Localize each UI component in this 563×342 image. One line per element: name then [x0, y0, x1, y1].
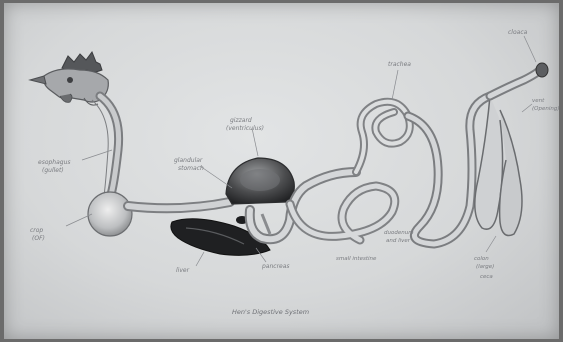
label-cloaca: cloaca [508, 29, 528, 36]
label-crop-2: (OF) [32, 235, 45, 242]
label-proventriculus-1: glandular [174, 157, 203, 164]
cloaca-organ [536, 63, 548, 77]
leader-lines [66, 36, 536, 266]
label-esophagus-2: (gullet) [42, 167, 64, 174]
label-liver: liver [176, 267, 190, 274]
label-vent-1: vent [532, 98, 545, 104]
crop-organ [88, 192, 132, 236]
label-gizzard-2: (ventriculus) [226, 125, 264, 132]
label-small-intestine: small intestine [336, 256, 377, 262]
label-proventriculus-2: stomach [178, 165, 204, 172]
trachea-tube [92, 100, 108, 196]
label-trachea: trachea [388, 61, 411, 68]
label-esophagus-1: esophagus [38, 159, 71, 166]
ceca-pouch-1 [475, 96, 503, 229]
diagram-caption: Hen's Digestive System [232, 308, 309, 316]
label-gizzard-1: gizzard [230, 117, 252, 124]
label-colon-2: (large) [476, 264, 494, 270]
label-duodenum-2: and liver [386, 238, 411, 244]
label-duodenum-1: duodenum [384, 230, 414, 236]
label-ceca: ceca [480, 274, 493, 280]
label-pancreas: pancreas [261, 263, 290, 270]
label-vent-2: (Opening) [532, 106, 560, 112]
label-crop-1: crop [30, 227, 43, 234]
label-colon-1: colon [474, 256, 489, 262]
ceca-pouch-2 [500, 110, 522, 236]
